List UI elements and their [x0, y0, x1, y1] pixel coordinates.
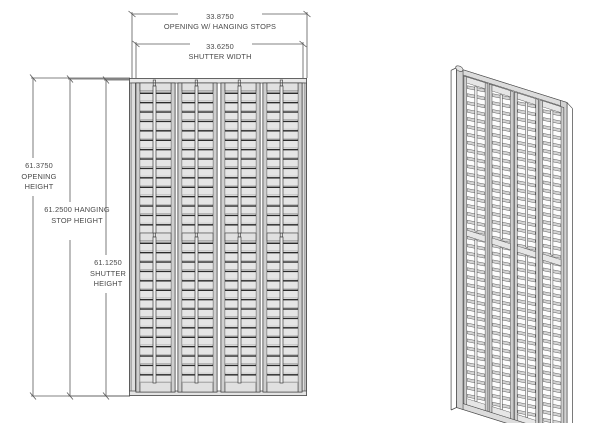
shutter-panel-3: [220, 79, 261, 393]
isometric-shutter-panel-1: [463, 75, 489, 412]
dimension-value: 61.2500: [44, 205, 72, 214]
dimension-value: 33.6250: [206, 42, 234, 51]
dimension-label-hanging-stop-height: 61.2500 HANGING STOP HEIGHT: [38, 205, 116, 226]
dimension-line-opening-height: [29, 74, 130, 400]
dimension-line-hanging-stop-height: [66, 75, 130, 400]
dimension-line-opening-width: [128, 10, 311, 78]
isometric-shutter-panel-3: [514, 91, 539, 423]
isometric-shutter-panel-2: [488, 83, 514, 420]
dimension-value: 61.1250: [94, 258, 122, 267]
isometric-panels: [463, 75, 565, 423]
dimension-label-opening-width: 33.8750 OPENING W/ HANGING STOPS: [160, 12, 280, 32]
dimension-caption-line1: OPENING: [21, 171, 57, 181]
dimension-caption-line2: HEIGHT: [24, 182, 54, 191]
dimension-value: 33.8750: [206, 12, 234, 21]
dimension-label-shutter-height: 61.1250 SHUTTER HEIGHT: [78, 258, 138, 290]
dimension-label-opening-height: 61.3750 OPENING HEIGHT: [8, 161, 70, 193]
dimension-caption: OPENING W/ HANGING STOPS: [163, 22, 277, 31]
isometric-shutter-panel-4: [539, 99, 565, 423]
dimension-caption-line1: HANGING STOP: [51, 205, 110, 225]
dimension-caption-line2: HEIGHT: [93, 279, 123, 288]
dimension-caption: SHUTTER WIDTH: [188, 52, 252, 61]
dimension-label-shutter-width: 33.6250 SHUTTER WIDTH: [175, 42, 265, 62]
dimension-line-shutter-width: [132, 40, 307, 78]
dimension-caption-line2: HEIGHT: [73, 215, 103, 225]
shutter-panel-4: [262, 79, 303, 393]
dimension-value: 61.3750: [25, 161, 53, 170]
dimension-caption-line1: SHUTTER: [90, 268, 126, 278]
isometric-view: [450, 65, 573, 423]
front-elevation-view: [129, 78, 307, 396]
shutter-panel-2: [177, 79, 218, 393]
shutter-panel-1: [135, 79, 176, 393]
dimension-line-shutter-height: [102, 76, 130, 400]
